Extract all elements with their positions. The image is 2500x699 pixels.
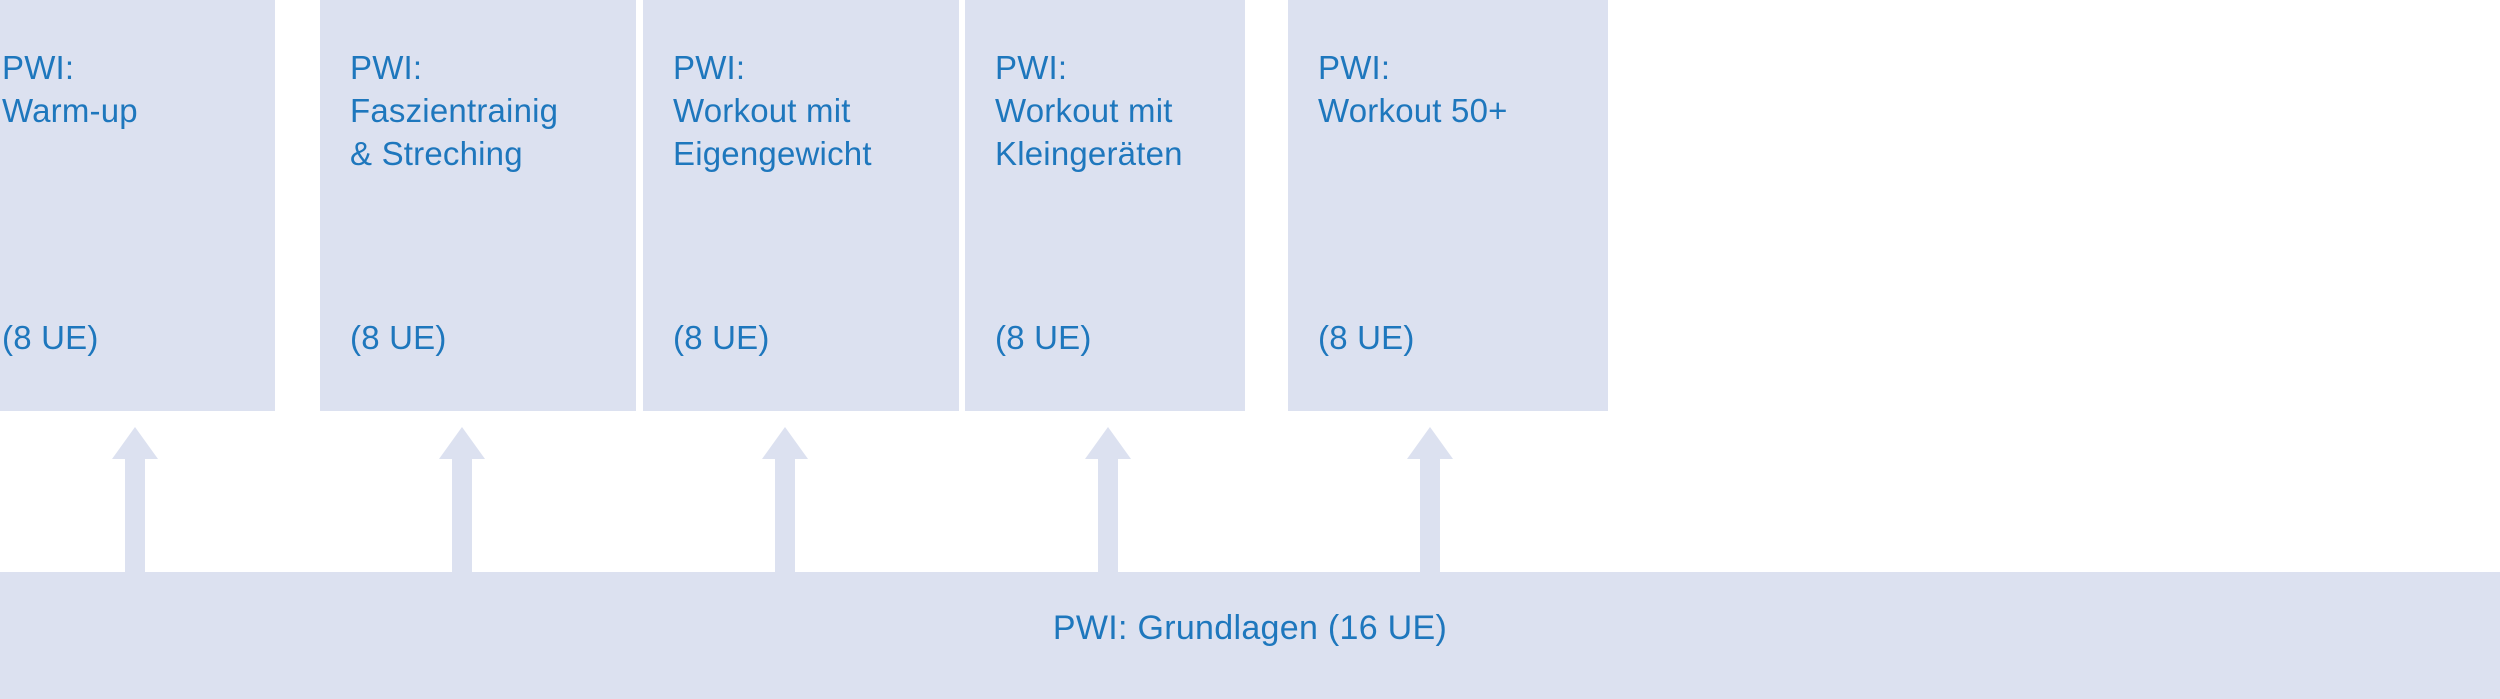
module-units-label: (8 UE)	[350, 319, 447, 356]
base-module-bar[interactable]: PWI: Grundlagen (16 UE)	[0, 572, 2500, 699]
arrow-up-icon	[439, 427, 485, 573]
arrow-up-icon	[112, 427, 158, 573]
module-row: PWI: Warm-up (8 UE) PWI: Faszientrainig …	[0, 0, 1608, 411]
module-title: PWI: Workout 50+	[1318, 49, 1508, 129]
module-units-label: (8 UE)	[2, 319, 99, 356]
module-title: PWI: Warm-up	[2, 49, 138, 129]
module-box-workout-eigengewicht[interactable]: PWI: Workout mit Eigengewicht (8 UE)	[643, 0, 959, 411]
module-title: PWI: Workout mit Kleingeräten	[995, 49, 1183, 172]
module-box-warm-up[interactable]: PWI: Warm-up (8 UE)	[0, 0, 275, 411]
arrow-up-icon	[762, 427, 808, 573]
module-units-label: (8 UE)	[673, 319, 770, 356]
module-box-workout-50plus[interactable]: PWI: Workout 50+ (8 UE)	[1288, 0, 1608, 411]
module-title: PWI: Faszientrainig & Streching	[350, 49, 559, 172]
arrow-up-icon	[1085, 427, 1131, 573]
module-units-label: (8 UE)	[1318, 319, 1415, 356]
module-units-label: (8 UE)	[995, 319, 1092, 356]
module-box-faszientraining[interactable]: PWI: Faszientrainig & Streching (8 UE)	[320, 0, 636, 411]
module-title: PWI: Workout mit Eigengewicht	[673, 49, 872, 172]
module-box-workout-kleingeraeten[interactable]: PWI: Workout mit Kleingeräten (8 UE)	[965, 0, 1245, 411]
base-module-label: PWI: Grundlagen (16 UE)	[1052, 608, 1448, 647]
arrow-up-icon	[1407, 427, 1453, 573]
